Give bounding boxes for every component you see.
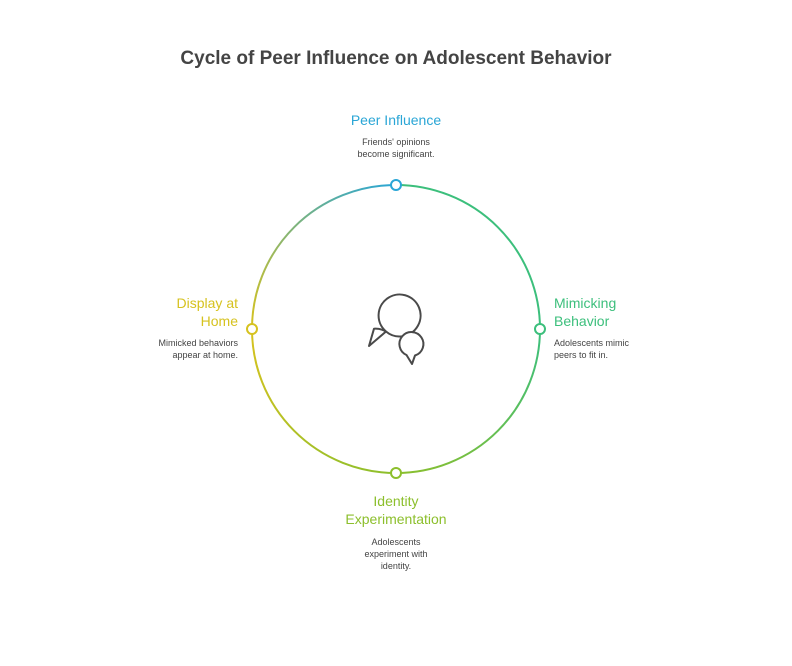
heading-line: Mimicking	[554, 295, 617, 311]
step-description: Adolescents mimic peers to fit in.	[554, 337, 684, 361]
step-display-at-home: Display at Home Mimicked behaviors appea…	[108, 294, 238, 361]
desc-line: Adolescents mimic	[554, 338, 630, 348]
node-marker-display-at-home	[246, 323, 258, 335]
desc-line: experiment with	[364, 549, 428, 559]
desc-line: Mimicked behaviors	[158, 338, 238, 348]
desc-line: peers to fit in.	[554, 350, 609, 360]
arc-display-to-peer	[251, 184, 397, 330]
heading-line: Identity	[373, 493, 419, 509]
heading-line: Home	[200, 313, 238, 329]
heading-line: Behavior	[554, 313, 610, 329]
desc-line: Adolescents	[371, 537, 421, 547]
arc-peer-to-mimic	[395, 184, 541, 330]
desc-line: become significant.	[357, 149, 435, 159]
arc-identity-to-display	[251, 328, 397, 474]
step-heading: Mimicking Behavior	[554, 294, 684, 330]
node-marker-peer-influence	[390, 179, 402, 191]
heading-line: Display at	[176, 295, 238, 311]
step-peer-influence: Peer Influence Friends' opinions become …	[296, 111, 496, 160]
heading-line: Experimentation	[345, 511, 447, 527]
diagram-title: Cycle of Peer Influence on Adolescent Be…	[180, 48, 612, 69]
desc-line: Friends' opinions	[362, 137, 430, 147]
step-heading: Display at Home	[108, 294, 238, 330]
step-mimicking-behavior: Mimicking Behavior Adolescents mimic pee…	[554, 294, 684, 361]
node-marker-mimicking-behavior	[534, 323, 546, 335]
node-marker-identity-experimentation	[390, 467, 402, 479]
arc-mimic-to-identity	[395, 328, 541, 474]
step-heading: Peer Influence	[350, 112, 442, 128]
step-description: Adolescents experiment with identity.	[296, 536, 496, 572]
desc-line: identity.	[380, 561, 412, 571]
step-heading: Identity Experimentation	[296, 492, 496, 528]
speech-bubbles-icon	[368, 293, 425, 365]
step-description: Mimicked behaviors appear at home.	[108, 337, 238, 361]
desc-line: appear at home.	[172, 350, 238, 360]
step-description: Friends' opinions become significant.	[296, 136, 496, 160]
step-identity-experimentation: Identity Experimentation Adolescents exp…	[296, 492, 496, 572]
